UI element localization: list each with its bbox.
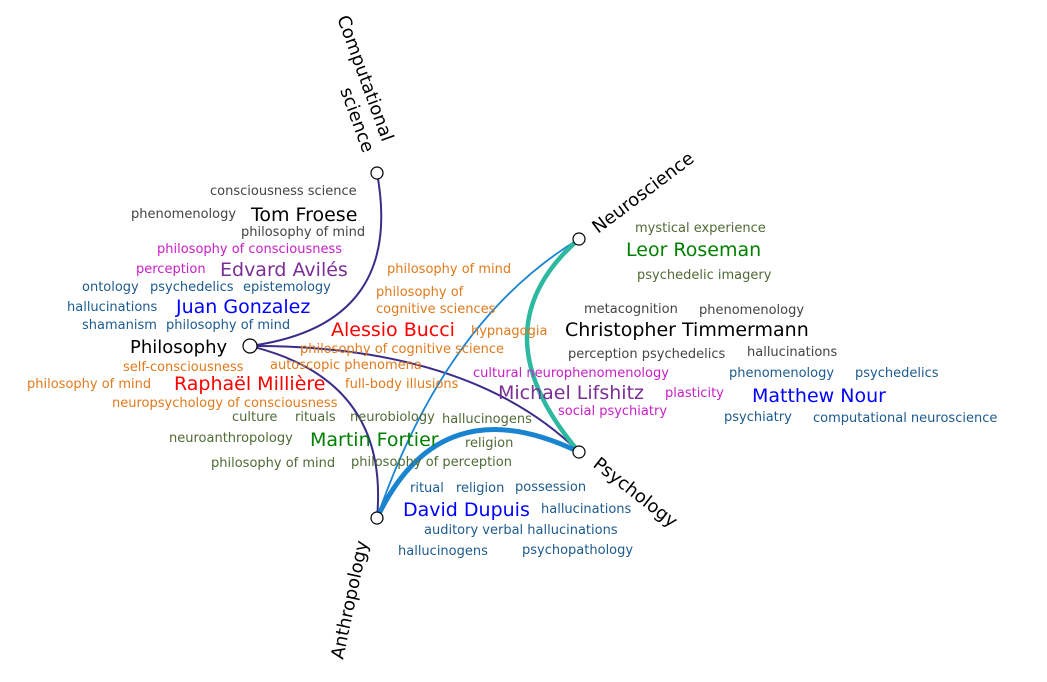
node-neuroscience[interactable] bbox=[572, 232, 586, 246]
term: philosophy of mind bbox=[27, 377, 151, 392]
researcher-name: Leor Roseman bbox=[626, 239, 761, 261]
node-psychology[interactable] bbox=[572, 445, 586, 459]
term: neuroanthropology bbox=[169, 431, 293, 446]
term: ontology bbox=[82, 280, 139, 295]
term: hallucinations bbox=[541, 502, 632, 517]
term: psychedelics bbox=[150, 280, 234, 295]
term: perception psychedelics bbox=[568, 347, 725, 362]
edge-compsci-philosophy bbox=[249, 172, 383, 347]
term: philosophy of consciousness bbox=[157, 242, 342, 257]
term: metacognition bbox=[584, 302, 678, 317]
researcher-name: Matthew Nour bbox=[752, 385, 886, 407]
term: philosophy of mind bbox=[166, 318, 290, 333]
term: hallucinogens bbox=[442, 412, 532, 427]
edge-anthropology-psychology bbox=[374, 427, 581, 520]
term: neuropsychology of consciousness bbox=[112, 396, 338, 411]
term: philosophy of mind bbox=[387, 262, 511, 277]
term: epistemology bbox=[243, 280, 331, 295]
term: philosophy of mind bbox=[211, 456, 335, 471]
term: religion bbox=[456, 481, 504, 496]
edge-neuroscience-psychology bbox=[524, 237, 581, 454]
researcher-name: Christopher Timmermann bbox=[565, 319, 809, 341]
term: phenomenology bbox=[699, 303, 804, 318]
term: psychedelics bbox=[855, 366, 939, 381]
term: cognitive sciences bbox=[376, 302, 496, 317]
edge-neuroscience-anthropology bbox=[376, 238, 580, 519]
node-philosophy[interactable] bbox=[242, 338, 258, 354]
term: cultural neurophenomenology bbox=[473, 366, 669, 381]
term: self-consciousness bbox=[123, 360, 244, 375]
term: possession bbox=[515, 480, 586, 495]
axis-label-psychology: Psychology bbox=[589, 453, 682, 532]
term: hallucinations bbox=[67, 300, 158, 315]
term: hypnagogia bbox=[471, 324, 547, 339]
researcher-name: Juan Gonzalez bbox=[175, 296, 310, 318]
term: plasticity bbox=[665, 386, 724, 401]
term: auditory verbal hallucinations bbox=[424, 523, 618, 538]
researcher-name: Alessio Bucci bbox=[331, 319, 455, 341]
researcher-name: Michael Lifshitz bbox=[498, 382, 644, 404]
term: psychopathology bbox=[522, 543, 633, 558]
term: hallucinogens bbox=[398, 544, 488, 559]
axis-label-anthropology: Anthropology bbox=[327, 538, 373, 661]
term: rituals bbox=[295, 410, 336, 425]
term: philosophy of cognitive science bbox=[300, 342, 504, 357]
researcher-name: Edvard Avilés bbox=[220, 259, 348, 281]
term: culture bbox=[232, 410, 277, 425]
node-anthropology[interactable] bbox=[370, 511, 384, 525]
term: philosophy of perception bbox=[351, 455, 512, 470]
term: hallucinations bbox=[747, 345, 838, 360]
term: mystical experience bbox=[635, 221, 766, 236]
term: psychedelic imagery bbox=[637, 268, 772, 283]
node-computational-science[interactable] bbox=[370, 166, 384, 180]
axis-label-philosophy: Philosophy bbox=[130, 337, 228, 358]
term: psychiatry bbox=[724, 410, 792, 425]
term: computational neuroscience bbox=[813, 411, 997, 426]
term: phenomenology bbox=[729, 366, 834, 381]
edge-philosophy-psychology bbox=[249, 344, 580, 453]
term: phenomenology bbox=[131, 207, 236, 222]
term: neurobiology bbox=[350, 410, 435, 425]
term: perception bbox=[136, 262, 206, 277]
researcher-name: Martin Fortier bbox=[310, 429, 439, 451]
term: philosophy of bbox=[376, 285, 464, 300]
researcher-name: Tom Froese bbox=[250, 204, 357, 226]
term: ritual bbox=[410, 481, 444, 496]
term: full-body illusions bbox=[345, 377, 459, 392]
term: shamanism bbox=[82, 318, 157, 333]
researcher-name: Raphaël Millière bbox=[174, 373, 325, 395]
term: philosophy of mind bbox=[241, 225, 365, 240]
researcher-name: David Dupuis bbox=[403, 499, 530, 521]
edge-philosophy-anthropology bbox=[249, 345, 379, 519]
term: social psychiatry bbox=[558, 404, 667, 419]
term: autoscopic phenomena bbox=[270, 358, 422, 373]
term: religion bbox=[465, 436, 513, 451]
term: consciousness science bbox=[210, 184, 357, 199]
